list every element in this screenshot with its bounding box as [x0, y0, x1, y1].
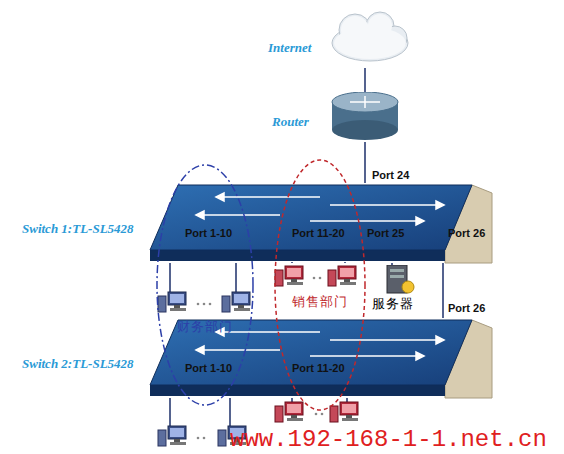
- network-link: [364, 142, 366, 183]
- device-label: Router: [272, 114, 309, 130]
- port-label: Port 1-10: [185, 227, 232, 239]
- switch-box: Switch 2:TL-SL5428Port 26Port 1-10Port 1…: [20, 318, 495, 398]
- device-label: Internet: [268, 40, 311, 56]
- port-label: Port 26: [448, 302, 485, 314]
- port-label: Port 25: [367, 227, 404, 239]
- watermark: www.192-168-1-1.net.cn: [230, 426, 547, 453]
- group-ellipse: 销售部门: [273, 158, 367, 412]
- device-label: Switch 2:TL-SL5428: [22, 356, 134, 372]
- group-label: 财务部门: [177, 318, 233, 336]
- network-link: [442, 263, 444, 318]
- device-node: 服务器: [370, 265, 432, 313]
- cloud-icon: [265, 8, 412, 68]
- port-label: Port 11-20: [292, 227, 345, 239]
- ellipse-outline: [273, 158, 367, 412]
- port-label: Port 11-20: [292, 362, 345, 374]
- port-label: Port 1-10: [185, 362, 232, 374]
- group-label: 服务器: [372, 295, 414, 313]
- port-label: Port 26: [448, 227, 485, 239]
- ellipse-outline: [155, 163, 255, 407]
- device-label: Switch 1:TL-SL5428: [22, 221, 134, 237]
- switch-box: Switch 1:TL-SL5428Port 24Port 1-10Port 1…: [20, 183, 495, 263]
- network-link: [364, 68, 366, 92]
- device-node: Router: [270, 92, 402, 142]
- device-node: Internet: [265, 8, 412, 68]
- port-label: Port 24: [372, 169, 409, 181]
- group-ellipse: 财务部门: [155, 163, 255, 407]
- group-label: 销售部门: [292, 293, 348, 311]
